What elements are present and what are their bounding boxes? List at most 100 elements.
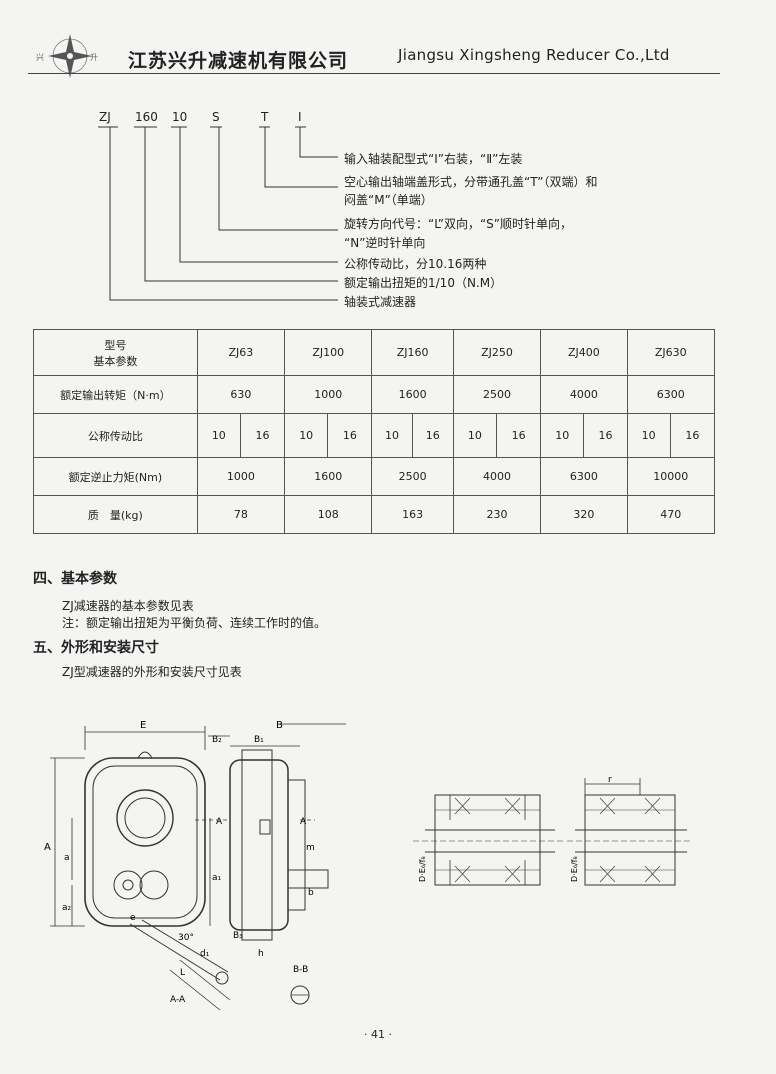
code-part-torque: 160 <box>135 110 158 124</box>
dim-e: e <box>130 913 136 923</box>
dim-d1: d₁ <box>200 949 210 959</box>
section4-line1: ZJ减速器的基本参数见表 <box>62 599 194 613</box>
table-cell: 4000 <box>452 457 542 496</box>
dim-L: L <box>180 968 185 978</box>
table-cell: 4000 <box>540 375 628 414</box>
dim-B1: B₁ <box>254 735 264 745</box>
table-cell: 10 <box>626 413 671 458</box>
table-cell: 230 <box>452 495 542 534</box>
code-part-ratio: 10 <box>172 110 188 124</box>
section-mark-A-right: A <box>300 817 307 827</box>
parameter-table: 型号 基本参数 ZJ63 ZJ100 ZJ160 ZJ250 ZJ400 ZJ6… <box>33 329 716 534</box>
desc-assembly: 输入轴装配型式“Ⅰ”右装，“Ⅱ”左装 <box>344 152 523 166</box>
table-cell: 108 <box>284 495 373 534</box>
table-corner: 型号 基本参数 <box>33 329 198 376</box>
table-cell: 78 <box>196 495 286 534</box>
table-cell: 16 <box>239 413 286 458</box>
section5-title: 五、外形和安装尺寸 <box>33 640 159 656</box>
table-row: 额定输出转矩（N·m） 630 1000 1600 2500 4000 6300 <box>33 375 716 414</box>
code-part-assembly: I <box>298 110 302 124</box>
corner-model: 型号 <box>104 338 127 352</box>
table-header-row: 型号 基本参数 ZJ63 ZJ100 ZJ160 ZJ250 ZJ400 ZJ6… <box>33 329 716 376</box>
desc-type: 轴装式减速器 <box>344 295 417 309</box>
table-cell: 630 <box>196 375 286 414</box>
dim-a: a <box>64 853 70 863</box>
table-cell: 16 <box>669 413 716 458</box>
table-cell: 470 <box>626 495 716 534</box>
company-name-cn: 江苏兴升减速机有限公司 <box>128 50 349 72</box>
shaft-section-drawings: r D·E₆/f₈ D·E₆/f₈ <box>413 775 693 886</box>
table-cell: 2500 <box>371 457 454 496</box>
model-cell: ZJ63 <box>196 329 286 376</box>
company-name-en: Jiangsu Xingsheng Reducer Co.,Ltd <box>398 46 670 64</box>
table-cell: 10 <box>196 413 241 458</box>
table-cell: 6300 <box>626 375 716 414</box>
section5-line1: ZJ型减速器的外形和安装尺寸见表 <box>62 665 242 679</box>
dim-B3: B₃ <box>233 931 243 941</box>
table-row: 额定逆止力矩(Nm) 1000 1600 2500 4000 6300 1000… <box>33 457 716 496</box>
table-row: 质 量(kg) 78 108 163 230 320 470 <box>33 495 716 534</box>
header-rule <box>28 73 720 74</box>
table-cell: 16 <box>583 413 628 458</box>
section4-title: 四、基本参数 <box>33 571 117 587</box>
code-part-zj: ZJ <box>99 110 111 124</box>
logo-text-right: 升 <box>90 53 98 62</box>
page-number: · 41 · <box>364 1028 392 1041</box>
table-cell: 320 <box>540 495 628 534</box>
table-cell: 16 <box>411 413 454 458</box>
section-label-AA: A-A <box>170 995 186 1005</box>
dim-B: B <box>276 720 283 731</box>
desc-rotation-2: “N”逆时针单向 <box>344 236 426 250</box>
row-label: 额定输出转矩（N·m） <box>33 375 198 414</box>
model-cell: ZJ250 <box>452 329 542 376</box>
dim-a1: a₁ <box>212 873 222 883</box>
section-mark-A-left: A <box>216 817 223 827</box>
code-part-rotation: S <box>212 110 220 124</box>
table-cell: 16 <box>495 413 542 458</box>
table-cell: 6300 <box>540 457 628 496</box>
table-cell: 10000 <box>626 457 716 496</box>
dim-b: b <box>308 888 314 898</box>
model-cell: ZJ100 <box>284 329 373 376</box>
table-cell: 10 <box>452 413 498 458</box>
desc-torque: 额定输出扭矩的1/10（N.M） <box>344 276 503 290</box>
code-leader-lines <box>98 126 338 301</box>
table-cell: 10 <box>371 413 413 458</box>
reducer-outline-drawing: E B B₂ B₁ A a a₂ a₁ A A m b B₃ 30° e d₁ … <box>44 720 346 1011</box>
table-row: 公称传动比 10 16 10 16 10 16 10 16 10 16 10 1… <box>33 413 716 458</box>
section-label-BB: B-B <box>293 965 308 975</box>
code-part-cover: T <box>261 110 269 124</box>
dim-A: A <box>44 842 51 853</box>
dim-B2: B₂ <box>212 735 222 745</box>
row-label: 质 量(kg) <box>33 495 198 534</box>
desc-cover-1: 空心输出轴端盖形式，分带通孔盖“T”（双端）和 <box>344 175 598 189</box>
desc-ratio: 公称传动比，分10.16两种 <box>344 257 487 271</box>
model-cell: ZJ630 <box>626 329 716 376</box>
dim-E: E <box>140 720 146 731</box>
table-cell: 2500 <box>452 375 542 414</box>
model-cell: ZJ160 <box>371 329 454 376</box>
dim-a2: a₂ <box>62 903 72 913</box>
table-cell: 10 <box>284 413 329 458</box>
dim-h: h <box>258 949 264 959</box>
table-cell: 1600 <box>284 457 373 496</box>
logo-text-left: 兴 <box>36 53 44 62</box>
dim-D-left: D·E₆/f₈ <box>418 856 427 882</box>
dim-r: r <box>608 775 612 785</box>
corner-params: 基本参数 <box>93 354 138 368</box>
dim-D-right: D·E₆/f₈ <box>570 856 579 882</box>
table-cell: 10 <box>540 413 585 458</box>
dim-angle: 30° <box>178 933 194 943</box>
dim-m: m <box>306 843 315 853</box>
table-cell: 1000 <box>284 375 373 414</box>
table-cell: 1600 <box>371 375 454 414</box>
table-cell: 16 <box>327 413 373 458</box>
desc-cover-2: 闷盖“M”（单端） <box>344 193 433 207</box>
table-cell: 1000 <box>196 457 286 496</box>
model-cell: ZJ400 <box>540 329 628 376</box>
desc-rotation-1: 旋转方向代号：“L”双向，“S”顺时针单向， <box>344 217 573 231</box>
section4-line2: 注：额定输出扭矩为平衡负荷、连续工作时的值。 <box>62 616 327 630</box>
row-label: 额定逆止力矩(Nm) <box>33 457 198 496</box>
row-label: 公称传动比 <box>33 413 198 458</box>
table-cell: 163 <box>371 495 454 534</box>
